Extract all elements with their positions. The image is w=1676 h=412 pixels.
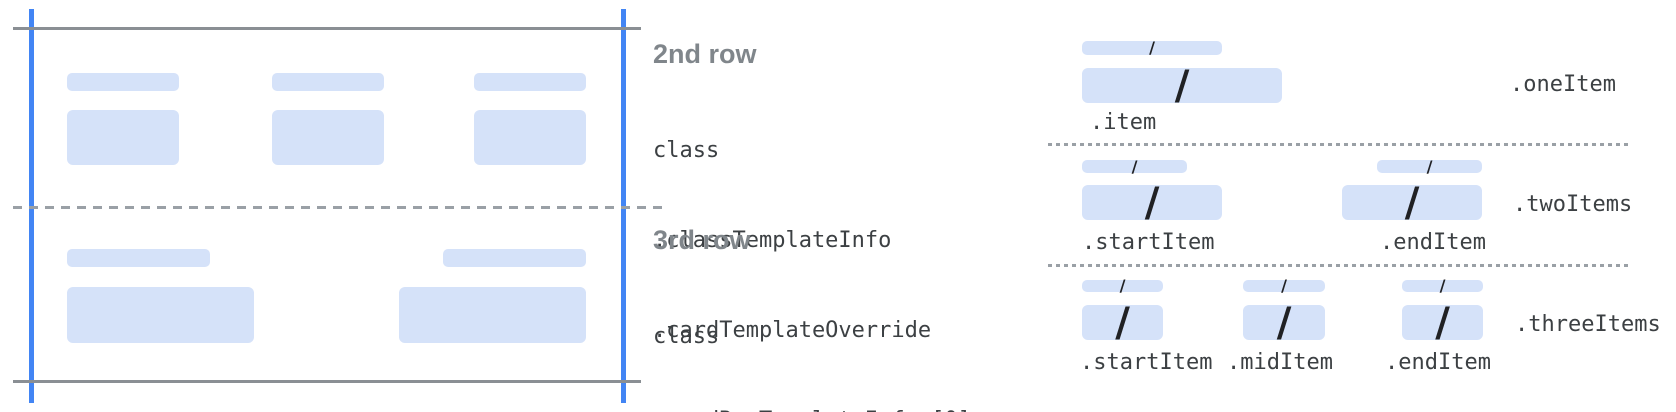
item-label-placeholder: / — [1377, 158, 1482, 174]
item-value-placeholder: / — [1243, 303, 1325, 343]
item-label-placeholder: / — [1402, 278, 1483, 294]
row-class-path: class .classTemplateInfo .cardTemplateOv… — [653, 262, 971, 412]
layout-separator-dotted-line — [1048, 264, 1630, 267]
second-row-annotation: 2nd row class .classTemplateInfo .cardTe… — [653, 38, 971, 412]
path-line: class — [653, 324, 720, 349]
layout-name-label: .oneItem — [1510, 72, 1616, 97]
field-label-placeholder — [67, 249, 210, 267]
field-value-placeholder — [67, 110, 179, 165]
layout-name-label: .threeItems — [1515, 312, 1661, 337]
item-name-label: .startItem — [1080, 350, 1213, 375]
item-label-placeholder: / — [1082, 278, 1163, 294]
field-label-placeholder — [443, 249, 586, 267]
item-name-label: .startItem — [1082, 230, 1215, 255]
item-value-placeholder: / — [1082, 66, 1282, 106]
row-heading: 2nd row — [653, 39, 757, 69]
path-line: .classTemplateInfo — [653, 228, 892, 253]
row-heading: 3rd row — [653, 225, 751, 255]
field-value-placeholder — [67, 287, 254, 343]
field-value-placeholder — [399, 287, 586, 343]
layout-separator-dotted-line — [1048, 143, 1630, 146]
field-label-placeholder — [272, 73, 384, 91]
layout-name-label: .twoItems — [1513, 192, 1633, 217]
item-value-placeholder: / — [1082, 183, 1222, 223]
card-top-edge-line — [13, 27, 641, 30]
item-name-label: .endItem — [1380, 230, 1486, 255]
third-row-annotation: 3rd row class .classTemplateInfo .cardTe… — [653, 224, 971, 412]
card-bottom-edge-line — [13, 380, 641, 383]
field-label-placeholder — [67, 73, 179, 91]
path-line: .cardRowTemplateInfos[0] — [653, 406, 971, 412]
item-label-placeholder: / — [1082, 158, 1187, 174]
path-line: class — [653, 138, 720, 163]
item-label-placeholder: / — [1243, 278, 1325, 294]
item-name-label: .item — [1090, 110, 1157, 135]
item-value-placeholder: / — [1342, 183, 1482, 223]
path-line: .cardTemplateOverride — [653, 318, 932, 343]
field-value-placeholder — [474, 110, 586, 165]
item-value-placeholder: / — [1402, 303, 1483, 343]
field-label-placeholder — [474, 73, 586, 91]
item-value-placeholder: / — [1082, 303, 1163, 343]
row-class-path: class .classTemplateInfo .cardTemplateOv… — [653, 76, 971, 412]
item-name-label: .midItem — [1227, 350, 1333, 375]
item-name-label: .endItem — [1385, 350, 1491, 375]
field-value-placeholder — [272, 110, 384, 165]
item-label-placeholder: / — [1082, 40, 1222, 56]
row-divider-dashed-line — [13, 206, 668, 209]
